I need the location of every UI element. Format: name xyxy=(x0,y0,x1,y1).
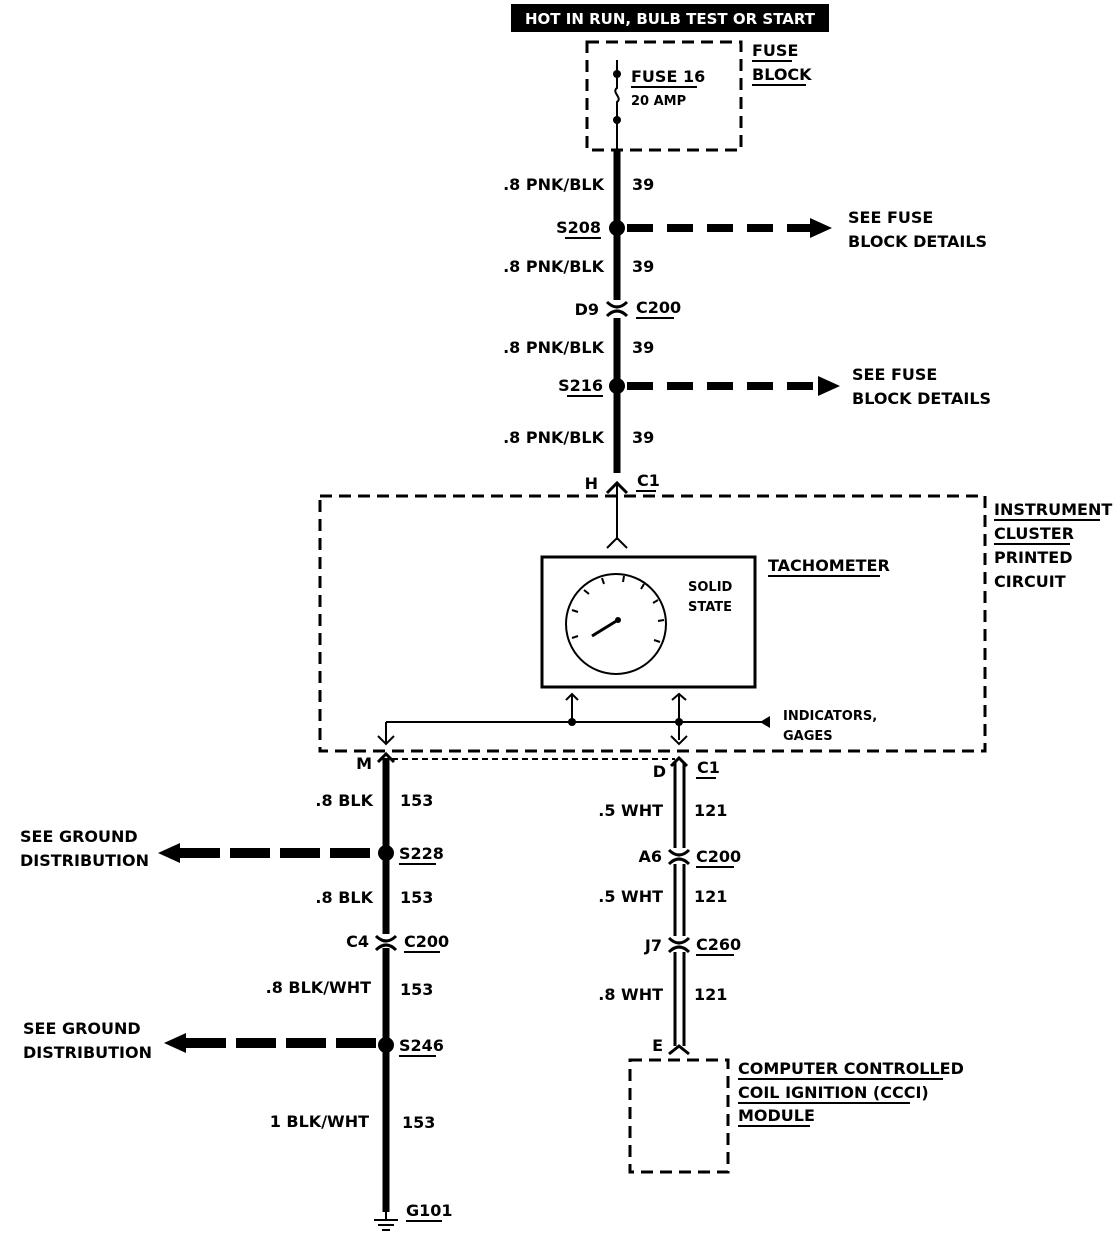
splice-s208 xyxy=(609,220,625,236)
wire-circuit: 153 xyxy=(400,980,433,999)
right-bottom-pin: E xyxy=(652,1036,663,1055)
connector-d9-connector: C200 xyxy=(636,298,681,317)
s246-ref-arrow xyxy=(164,1033,186,1053)
s216-ref-arrow xyxy=(818,376,840,396)
wire-label: .8 PNK/BLK xyxy=(503,338,605,357)
wire-label: .8 PNK/BLK xyxy=(503,428,605,447)
s228-ref-line1: SEE GROUND xyxy=(20,827,138,846)
connector-a6-connector: C200 xyxy=(696,847,741,866)
tachometer-ticks xyxy=(571,575,665,643)
connector-c4-symbol xyxy=(374,934,398,952)
connector-c4-pin: C4 xyxy=(346,932,369,951)
wire-label: .8 WHT xyxy=(598,985,663,1004)
fuse-block-title-2: BLOCK xyxy=(752,65,812,84)
fuse-block-box xyxy=(585,40,743,152)
ccci-module-line3: MODULE xyxy=(738,1106,815,1125)
wire-circuit: 121 xyxy=(694,801,727,820)
tachometer-gauge xyxy=(565,573,667,675)
splice-s216 xyxy=(609,378,625,394)
s228-ref-arrow xyxy=(158,843,180,863)
fuse-block-title-1: FUSE xyxy=(752,41,798,60)
s208-ref-line2: BLOCK DETAILS xyxy=(848,232,987,251)
indicators-arrow xyxy=(760,716,770,728)
fuse-name: FUSE 16 xyxy=(631,67,705,86)
wire-label: 1 BLK/WHT xyxy=(270,1112,369,1131)
header-banner xyxy=(511,4,829,32)
wire-circuit: 39 xyxy=(632,338,654,357)
right-top-connector: C1 xyxy=(697,758,720,777)
tachometer-label: TACHOMETER xyxy=(768,556,890,575)
tachometer-box xyxy=(540,555,757,689)
splice-s228 xyxy=(378,845,394,861)
left-top-pin: M xyxy=(356,754,372,773)
ground-label: G101 xyxy=(406,1201,453,1220)
ccci-module-line1: COMPUTER CONTROLLED xyxy=(738,1059,964,1078)
wire-label: .5 WHT xyxy=(598,801,663,820)
s228-ref-line2: DISTRIBUTION xyxy=(20,851,149,870)
connector-c4-connector: C200 xyxy=(404,932,449,951)
tachometer-type-2: STATE xyxy=(688,600,732,615)
ccci-module-box xyxy=(628,1058,730,1174)
connector-h-pin: H xyxy=(585,474,598,493)
s246-ref-line2: DISTRIBUTION xyxy=(23,1043,152,1062)
connector-d9-symbol xyxy=(605,300,629,318)
s246-ref-line1: SEE GROUND xyxy=(23,1019,141,1038)
right-top-pin: D xyxy=(653,762,666,781)
cluster-line4: CIRCUIT xyxy=(994,572,1066,591)
wire-label: .8 PNK/BLK xyxy=(503,257,605,276)
ccci-wire xyxy=(673,762,686,1046)
connector-d9-pin: D9 xyxy=(575,300,599,319)
cluster-line1: INSTRUMENT xyxy=(994,500,1112,519)
splice-s246 xyxy=(378,1037,394,1053)
cluster-line2: CLUSTER xyxy=(994,524,1074,543)
wire-circuit: 39 xyxy=(632,428,654,447)
header-label: HOT IN RUN, BULB TEST OR START xyxy=(525,10,816,28)
connector-h-connector: C1 xyxy=(637,471,660,490)
wire-label: .8 PNK/BLK xyxy=(503,175,605,194)
wire-circuit: 153 xyxy=(402,1113,435,1132)
wire-circuit: 153 xyxy=(400,791,433,810)
splice-s228-label: S228 xyxy=(399,844,444,863)
fuse-rating: 20 AMP xyxy=(631,94,686,109)
indicators-line2: GAGES xyxy=(783,729,833,744)
s216-ref-line1: SEE FUSE xyxy=(852,365,937,384)
wire-circuit: 121 xyxy=(694,887,727,906)
fuse-symbol xyxy=(614,74,620,120)
wire-circuit: 39 xyxy=(632,175,654,194)
splice-s208-label: S208 xyxy=(556,218,601,237)
connector-a6-pin: A6 xyxy=(638,847,662,866)
s208-ref-arrow xyxy=(810,218,832,238)
s216-ref-line2: BLOCK DETAILS xyxy=(852,389,991,408)
wire-circuit: 153 xyxy=(400,888,433,907)
splice-s246-label: S246 xyxy=(399,1036,444,1055)
wire-label: .8 BLK/WHT xyxy=(266,978,371,997)
wire-label: .8 BLK xyxy=(315,888,373,907)
ground-symbol xyxy=(374,1212,398,1231)
connector-a6-symbol xyxy=(667,848,691,866)
wire-circuit: 39 xyxy=(632,257,654,276)
indicators-line1: INDICATORS, xyxy=(783,709,877,724)
ccci-module-line2: COIL IGNITION (CCCI) xyxy=(738,1083,929,1102)
wire-label: .8 BLK xyxy=(315,791,373,810)
cluster-line3: PRINTED xyxy=(994,548,1073,567)
tachometer-type-1: SOLID xyxy=(688,580,733,595)
connector-j7-pin: J7 xyxy=(644,936,662,955)
splice-s216-label: S216 xyxy=(558,376,603,395)
connector-j7-symbol xyxy=(667,936,691,954)
wire-label: .5 WHT xyxy=(598,887,663,906)
tachometer-needle xyxy=(591,618,619,638)
instrument-cluster-box xyxy=(318,494,987,753)
wire-circuit: 121 xyxy=(694,985,727,1004)
s208-ref-line1: SEE FUSE xyxy=(848,208,933,227)
connector-j7-connector: C260 xyxy=(696,935,741,954)
